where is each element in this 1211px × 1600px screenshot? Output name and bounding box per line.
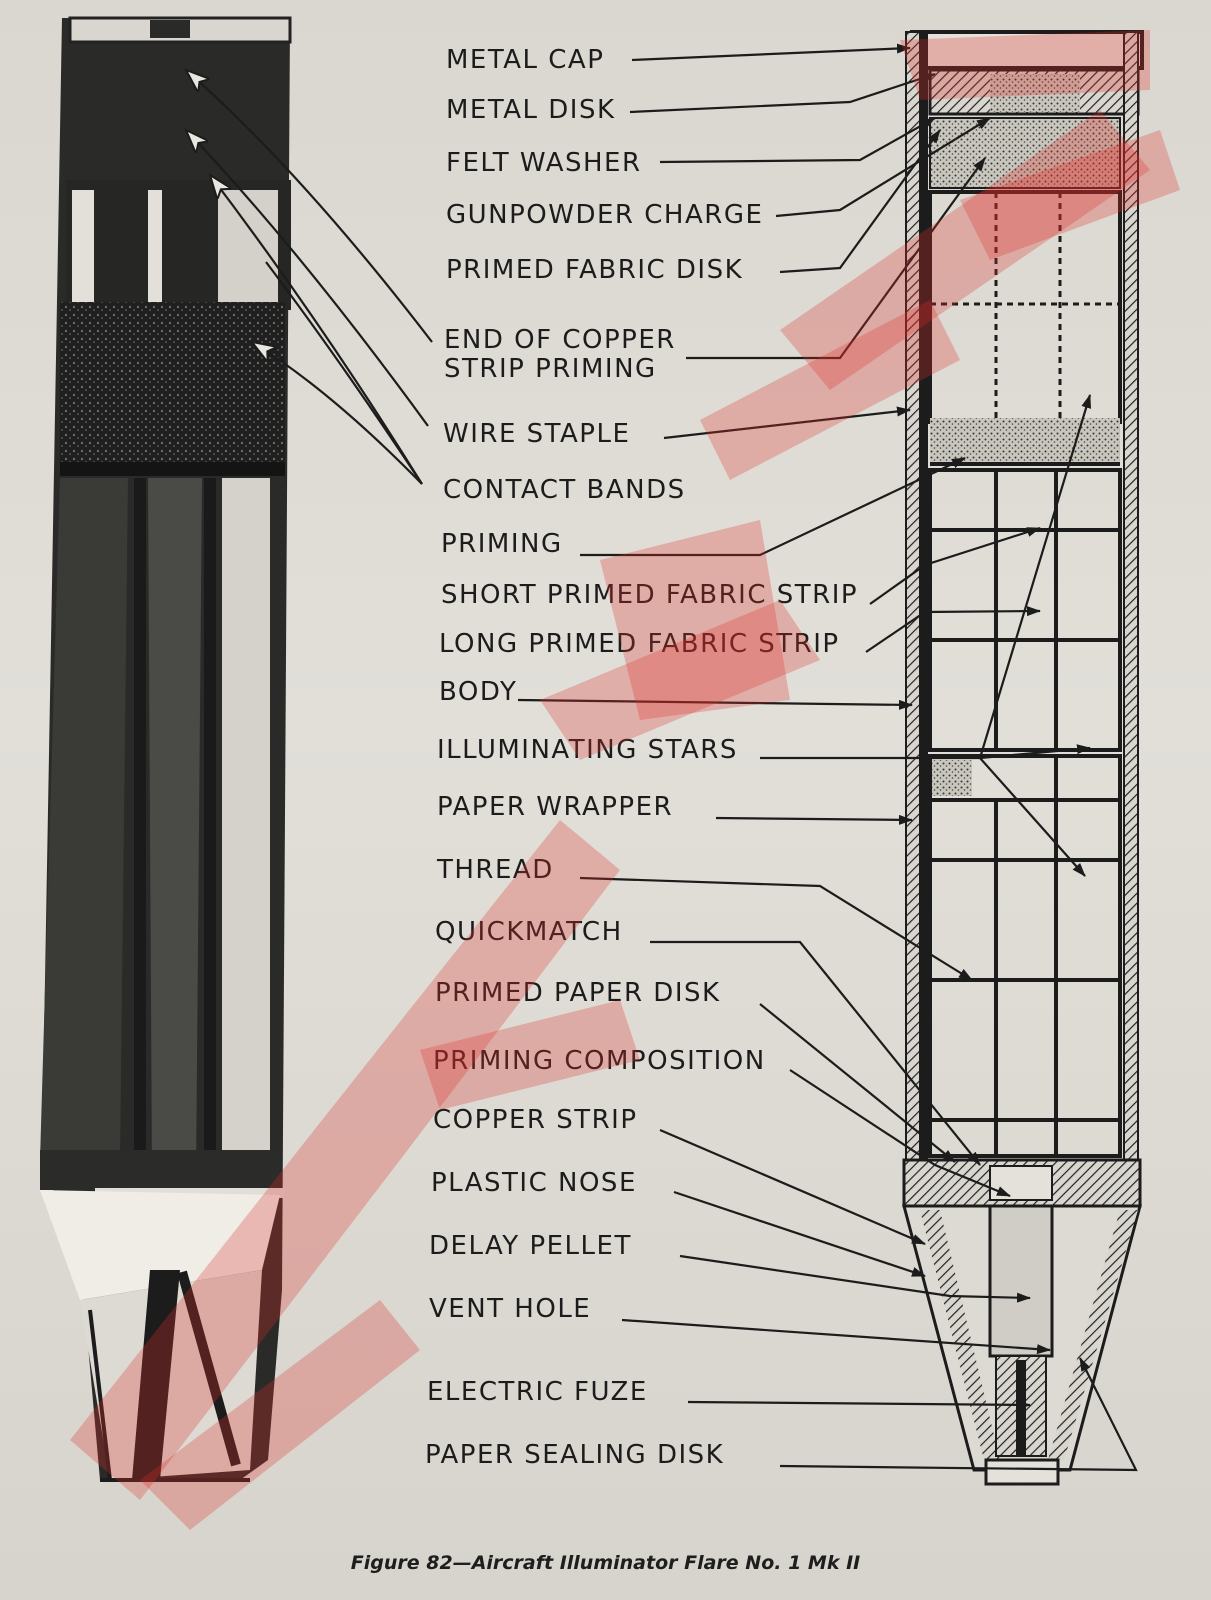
leader-priming (580, 457, 966, 557)
label-vent-hole: VENT HOLE (429, 1294, 591, 1324)
leader-priming-composition (789, 1069, 1011, 1198)
leader-short-strip (869, 526, 1041, 605)
leader-body (517, 698, 913, 710)
label-illuminating-stars: ILLUMINATING STARS (437, 735, 738, 765)
leader-paper-sealing-disk (779, 1357, 1138, 1472)
exterior-leader-arrows (186, 70, 433, 485)
label-paper-sealing-disk: PAPER SEALING DISK (425, 1440, 724, 1470)
leader-electric-fuze (687, 1399, 1031, 1410)
callout-labels: METAL CAP METAL DISK FELT WASHER GUNPOWD… (425, 45, 858, 1470)
leader-contact-bands-1 (210, 175, 423, 485)
leader-felt-washer (659, 117, 936, 164)
label-primed-paper-disk: PRIMED PAPER DISK (435, 978, 721, 1008)
leader-plastic-nose (673, 1190, 926, 1278)
label-contact-bands: CONTACT BANDS (443, 475, 686, 505)
label-body: BODY (439, 677, 517, 707)
label-short-primed-fabric-strip: SHORT PRIMED FABRIC STRIP (441, 580, 858, 610)
label-strip-priming: STRIP PRIMING (444, 354, 657, 384)
label-priming-composition: PRIMING COMPOSITION (433, 1046, 766, 1076)
leader-metal-cap (631, 43, 911, 62)
label-wire-staple: WIRE STAPLE (443, 419, 630, 449)
leader-wire-staple (186, 130, 429, 427)
leader-contact-bands-2 (252, 342, 423, 485)
leader-primed-fabric-disk (779, 129, 941, 274)
label-paper-wrapper: PAPER WRAPPER (437, 792, 673, 822)
label-thread: THREAD (436, 855, 554, 885)
leader-delay-pellet (679, 1254, 1031, 1303)
label-priming: PRIMING (441, 529, 563, 559)
leader-copper-strip (659, 1128, 926, 1246)
flare-cross-section (902, 30, 1144, 1486)
leader-long-strip (865, 606, 1041, 653)
leader-primed-paper-disk (759, 1003, 956, 1163)
leader-end-of-copper-strip (186, 70, 433, 343)
label-long-primed-fabric-strip: LONG PRIMED FABRIC STRIP (439, 629, 840, 659)
label-metal-disk: METAL DISK (446, 95, 616, 125)
leader-end-of-copper-right (686, 157, 986, 360)
figure-caption: Figure 82—Aircraft Illuminator Flare No.… (350, 1552, 861, 1574)
leader-quickmatch (650, 940, 981, 1166)
label-quickmatch: QUICKMATCH (435, 917, 623, 947)
leader-thread (579, 876, 973, 981)
section-leader-lines (517, 43, 1138, 1472)
label-electric-fuze: ELECTRIC FUZE (427, 1377, 648, 1407)
label-gunpowder-charge: GUNPOWDER CHARGE (446, 200, 763, 230)
leader-stars-c (979, 757, 1086, 877)
flare-exterior-view (40, 16, 292, 1482)
label-primed-fabric-disk: PRIMED FABRIC DISK (446, 255, 743, 285)
label-end-of-copper: END OF COPPER (444, 325, 676, 355)
label-metal-cap: METAL CAP (446, 45, 604, 75)
label-plastic-nose: PLASTIC NOSE (431, 1168, 637, 1198)
leader-wire-staple-right (663, 406, 911, 440)
leader-vent-hole (621, 1318, 1051, 1355)
leader-stars-b (979, 744, 1091, 760)
label-delay-pellet: DELAY PELLET (429, 1231, 632, 1261)
label-copper-strip: COPPER STRIP (433, 1105, 638, 1135)
label-felt-washer: FELT WASHER (446, 148, 642, 178)
leader-paper-wrapper (715, 814, 913, 825)
leader-metal-disk (629, 72, 936, 114)
leader-gunpowder-charge (775, 117, 991, 218)
